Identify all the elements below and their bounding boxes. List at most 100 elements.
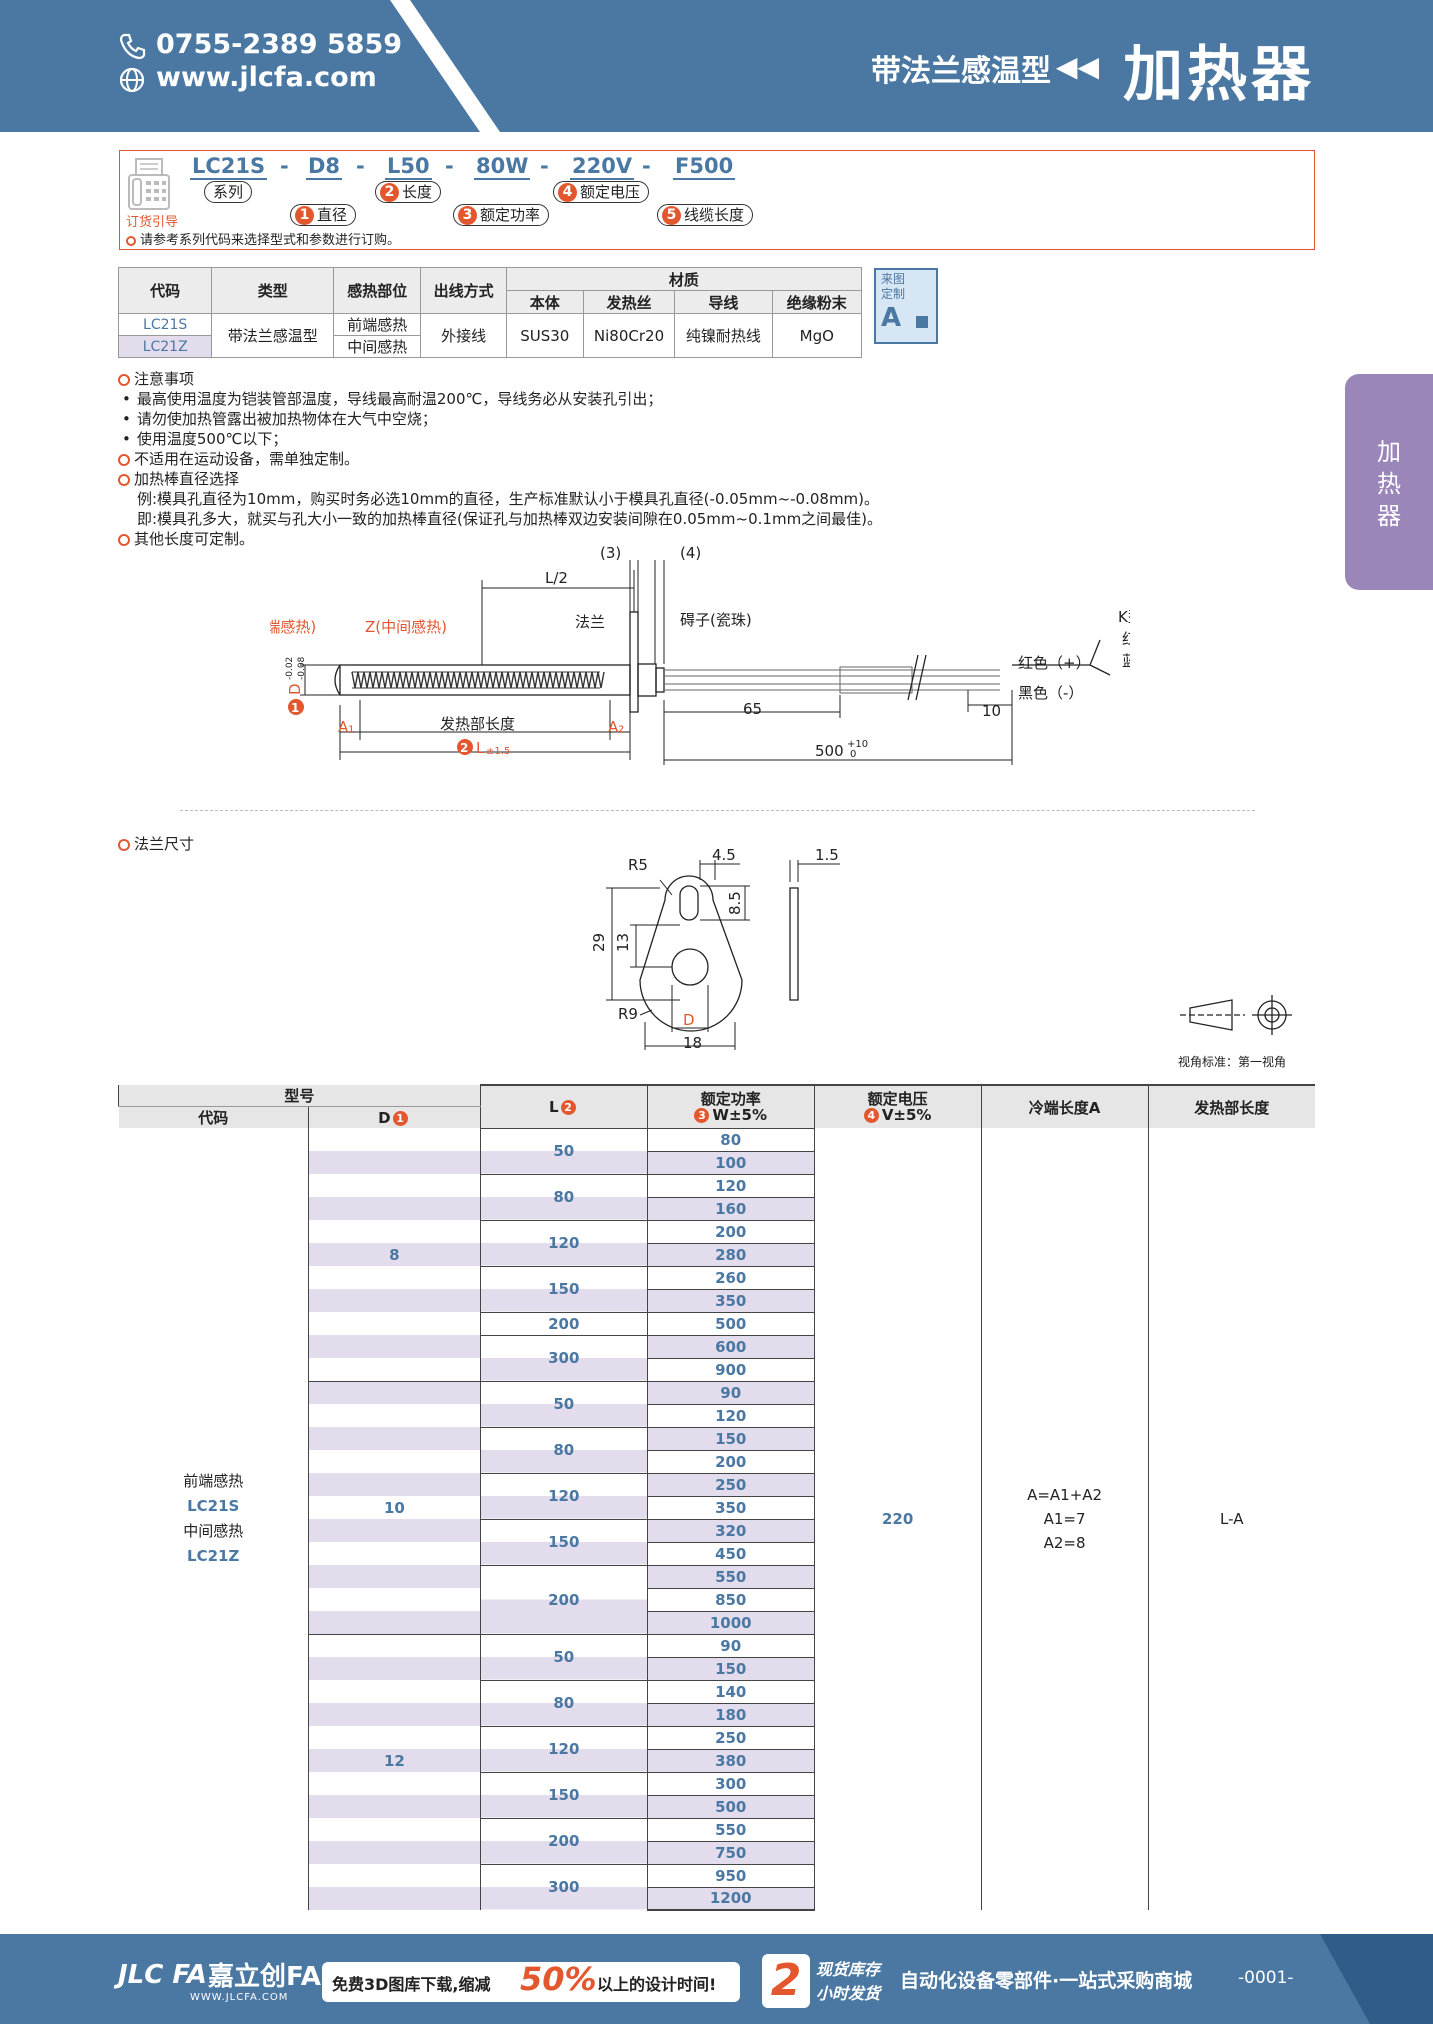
th-heat-length: 发热部长度 bbox=[1147, 1084, 1315, 1128]
footer-page-number: -0001- bbox=[1238, 1968, 1294, 1988]
cell-power: 150 bbox=[646, 1426, 815, 1450]
lead-wires bbox=[664, 666, 1000, 694]
label-8-5: 8.5 bbox=[726, 891, 744, 915]
label-4-5: 4.5 bbox=[712, 846, 736, 864]
spec-table: 代码 类型 感热部位 出线方式 材质 本体 发热丝 导线 绝缘粉末 LC21S … bbox=[117, 267, 863, 358]
footer-url[interactable]: WWW.JLCFA.COM bbox=[190, 1992, 289, 2003]
badge-text-mid: 定制 bbox=[881, 287, 906, 301]
cell-length: 200 bbox=[479, 1817, 648, 1864]
th-voltage-text: 额定电压 bbox=[867, 1090, 928, 1108]
side-tab[interactable]: 加 热 器 bbox=[1345, 374, 1433, 590]
code-dash: - bbox=[642, 154, 651, 178]
label-s-front: S(前端感热) bbox=[270, 618, 316, 636]
order-note: 请参考系列代码来选择型式和参数进行订购。 bbox=[126, 229, 400, 248]
table-row: 200 bbox=[119, 1449, 1316, 1473]
footer-logo-cn: 嘉立创FA bbox=[208, 1962, 321, 1992]
cell-body: SUS30 bbox=[505, 313, 584, 358]
fax-phone-icon bbox=[128, 158, 170, 210]
th-type: 类型 bbox=[211, 267, 335, 314]
label-red-plus-wire: 红色（+） bbox=[1018, 654, 1091, 672]
table-row: 750 bbox=[119, 1840, 1316, 1864]
header-phone[interactable]: 0755-2389 5859 bbox=[156, 29, 403, 60]
cell-d bbox=[307, 1680, 481, 1703]
label-z-middle: Z(中间感热) bbox=[365, 618, 447, 636]
cell-power: 950 bbox=[646, 1863, 815, 1887]
cell-power: 550 bbox=[646, 1564, 815, 1588]
cell-length: 200 bbox=[479, 1311, 648, 1335]
header: 0755-2389 5859 www.jlcfa.com 带法兰感温型 ◀◀ 加… bbox=[0, 0, 1433, 132]
cell-insulation: MgO bbox=[771, 313, 863, 358]
label-d: D bbox=[286, 683, 304, 695]
number-2: 2 bbox=[460, 741, 468, 755]
cold-length-line: A1=7 bbox=[1043, 1510, 1086, 1528]
cell-power: 1000 bbox=[646, 1610, 815, 1634]
label-13: 13 bbox=[614, 933, 632, 952]
footer-corner bbox=[1320, 1934, 1433, 2024]
cell-heat-length: L-A bbox=[1147, 1128, 1315, 1910]
note-heading: 注意事项 bbox=[118, 369, 882, 389]
cell-d bbox=[307, 1473, 481, 1496]
th-d-text: D bbox=[378, 1108, 391, 1127]
cell-power: 140 bbox=[646, 1679, 815, 1703]
label-l-half: L/2 bbox=[545, 569, 568, 587]
cell-power: 500 bbox=[646, 1794, 815, 1818]
cell-power: 260 bbox=[646, 1265, 815, 1289]
footer-mall: 自动化设备零部件·一站式采购商城 bbox=[900, 1970, 1193, 1992]
footer-slogan-pill: 免费3D图库下载,缩减 50% 以上的设计时间! bbox=[322, 1960, 740, 2002]
tag-label: 额定电压 bbox=[580, 183, 641, 201]
table-row: 350 bbox=[119, 1288, 1316, 1312]
th-body: 本体 bbox=[505, 290, 584, 314]
label-bead: 碍子(瓷珠) bbox=[680, 611, 752, 629]
code-dash: - bbox=[445, 154, 454, 178]
number-badge: 1 bbox=[392, 1110, 408, 1126]
circle-bullet-icon bbox=[118, 453, 130, 466]
flange-plate bbox=[629, 611, 639, 713]
tag-label: 长度 bbox=[402, 183, 433, 201]
cell-length: 80 bbox=[479, 1173, 648, 1220]
cell-d bbox=[307, 1380, 481, 1404]
table-row: 1000 bbox=[119, 1610, 1316, 1634]
label-10: 10 bbox=[982, 702, 1001, 720]
number-2-circle bbox=[457, 739, 473, 755]
th-power-text: 额定功率 bbox=[700, 1089, 761, 1108]
tag-label: 直径 bbox=[317, 206, 348, 224]
header-website[interactable]: www.jlcfa.com bbox=[156, 62, 377, 93]
cell-d bbox=[307, 1197, 481, 1220]
number-1: 1 bbox=[291, 701, 299, 715]
number-badge: 2 bbox=[560, 1099, 576, 1115]
footer-logo[interactable]: JLC FA bbox=[118, 1960, 207, 1990]
cell-d bbox=[307, 1404, 481, 1427]
code-line: 中间感热 bbox=[183, 1522, 244, 1540]
cell-d bbox=[307, 1335, 481, 1358]
cell-power: 1200 bbox=[646, 1886, 815, 1911]
cell-d: 8 bbox=[307, 1243, 481, 1266]
first-angle-view-icon bbox=[1180, 995, 1292, 1035]
code-dash: - bbox=[280, 154, 289, 178]
cell-power: 320 bbox=[646, 1518, 815, 1542]
label-r9: R9 bbox=[618, 1005, 638, 1023]
number-badge: 2 bbox=[380, 183, 399, 202]
cell-voltage: 220 bbox=[813, 1128, 982, 1910]
cell-d bbox=[307, 1358, 481, 1381]
label-500-tol-plus: +10 bbox=[847, 739, 868, 750]
cell-power: 180 bbox=[646, 1702, 815, 1726]
code-diameter: D8 bbox=[306, 154, 343, 180]
cell-d bbox=[307, 1633, 481, 1657]
cell-d bbox=[307, 1542, 481, 1565]
code-power: 80W bbox=[474, 154, 531, 180]
cell-length: 150 bbox=[479, 1771, 648, 1818]
